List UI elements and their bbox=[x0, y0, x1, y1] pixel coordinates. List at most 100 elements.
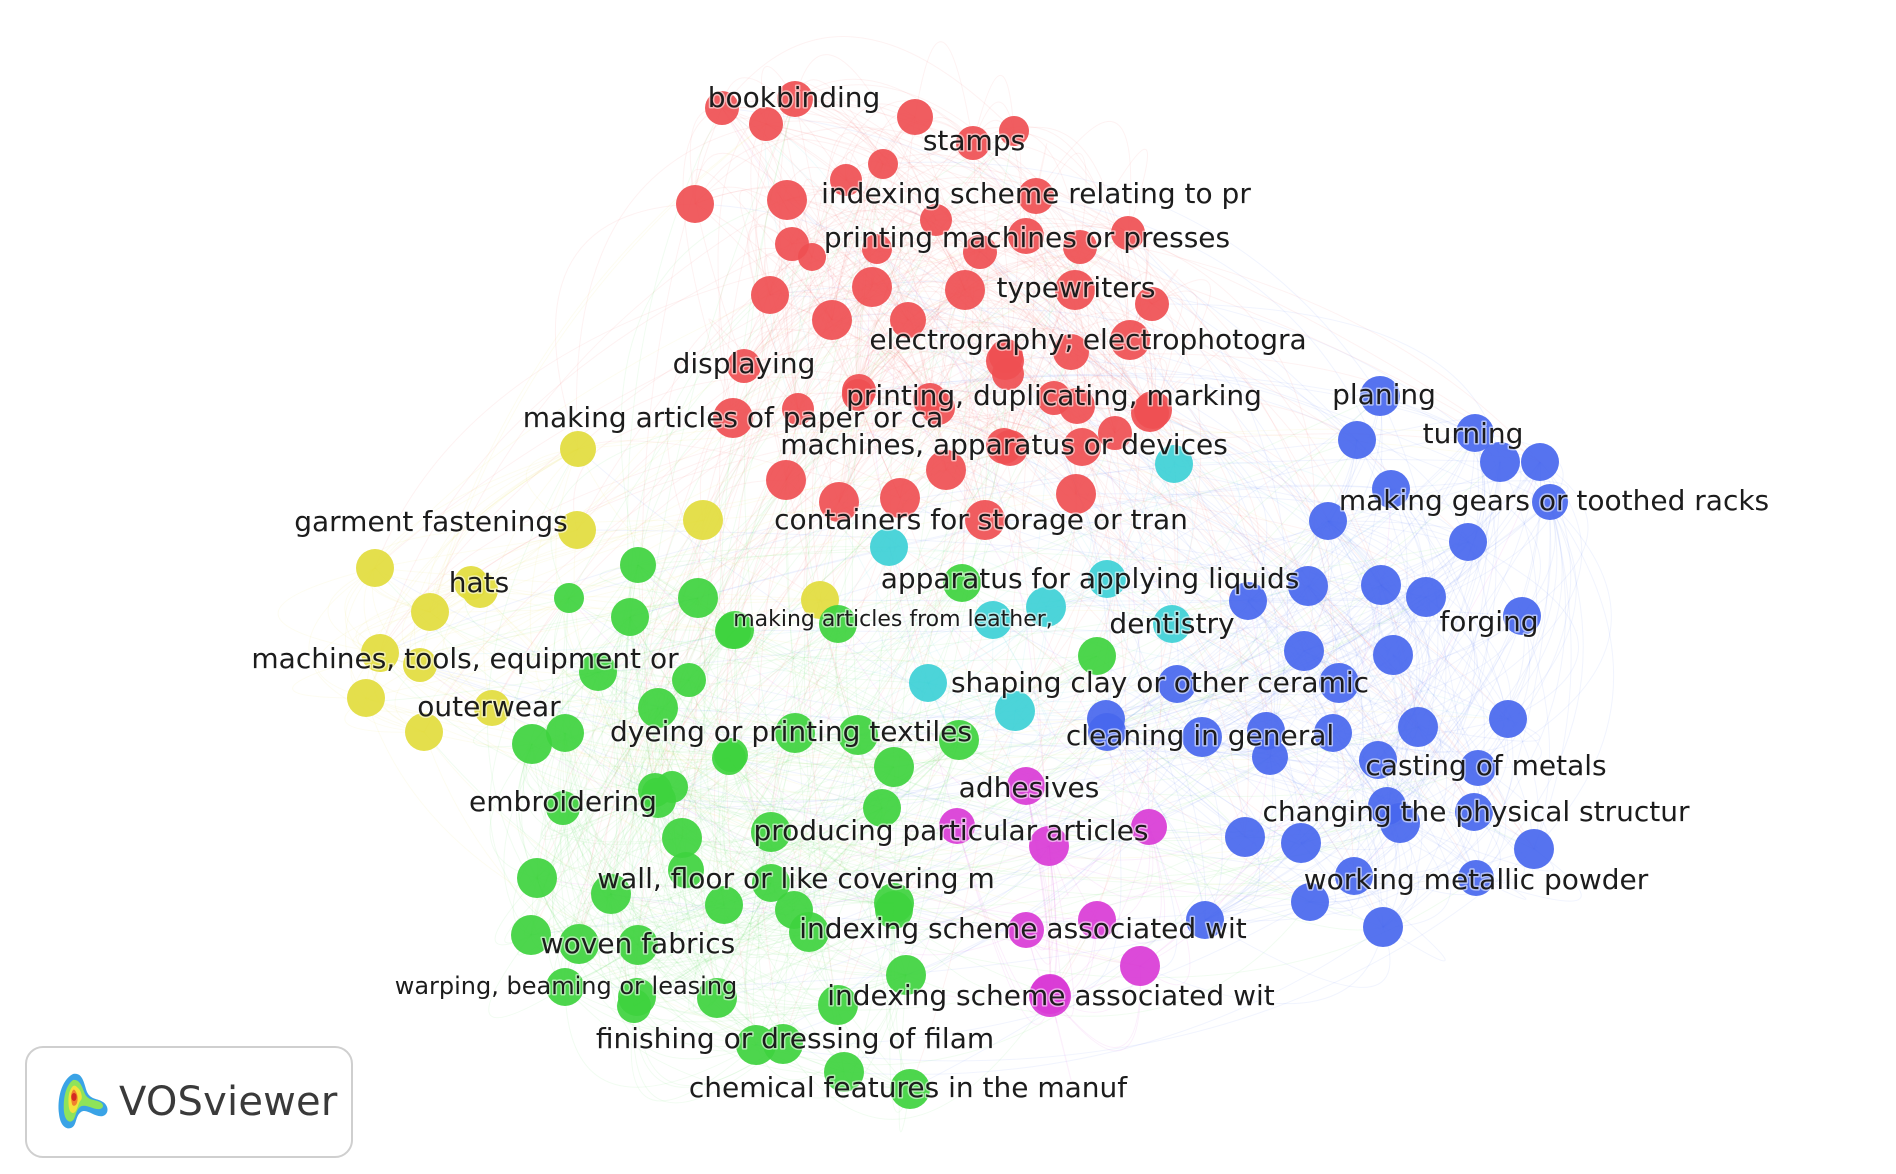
node-label[interactable]: displaying bbox=[671, 346, 817, 382]
network-node[interactable] bbox=[1489, 700, 1527, 738]
network-node[interactable] bbox=[1373, 635, 1413, 675]
network-node[interactable] bbox=[798, 243, 826, 271]
network-node[interactable] bbox=[1281, 823, 1321, 863]
node-label[interactable]: making gears or toothed racks bbox=[1337, 483, 1770, 519]
network-node[interactable] bbox=[1335, 857, 1373, 895]
network-node[interactable] bbox=[897, 99, 933, 135]
network-node[interactable] bbox=[1458, 860, 1494, 896]
network-node[interactable] bbox=[1449, 523, 1487, 561]
node-label[interactable]: changing the physical structur bbox=[1261, 794, 1692, 830]
node-label[interactable]: printing machines or presses bbox=[822, 220, 1231, 256]
node-label[interactable]: forging bbox=[1438, 604, 1540, 640]
network-node[interactable] bbox=[1398, 707, 1438, 747]
node-label[interactable]: shaping clay or other ceramic bbox=[949, 665, 1370, 701]
network-node[interactable] bbox=[1314, 714, 1352, 752]
network-node[interactable] bbox=[554, 583, 584, 613]
network-node[interactable] bbox=[1291, 883, 1329, 921]
network-node[interactable] bbox=[766, 460, 806, 500]
network-node[interactable] bbox=[1372, 470, 1410, 508]
network-node[interactable] bbox=[1284, 631, 1324, 671]
node-label[interactable]: producing particular articles bbox=[752, 813, 1150, 849]
network-node[interactable] bbox=[956, 126, 990, 160]
network-node[interactable] bbox=[1521, 443, 1559, 481]
network-node[interactable] bbox=[830, 164, 862, 196]
network-node[interactable] bbox=[511, 915, 551, 955]
network-node[interactable] bbox=[992, 430, 1028, 466]
network-node[interactable] bbox=[347, 679, 385, 717]
network-node[interactable] bbox=[1158, 665, 1196, 703]
network-node[interactable] bbox=[579, 653, 617, 691]
network-node[interactable] bbox=[1338, 421, 1376, 459]
network-node[interactable] bbox=[751, 812, 791, 852]
network-node[interactable] bbox=[939, 720, 979, 760]
network-node[interactable] bbox=[1360, 376, 1400, 416]
network-node[interactable] bbox=[862, 234, 892, 264]
network-node[interactable] bbox=[715, 613, 751, 649]
network-node[interactable] bbox=[995, 691, 1035, 731]
node-label[interactable]: machines, apparatus or devices bbox=[779, 427, 1230, 463]
network-node[interactable] bbox=[943, 564, 981, 602]
network-node[interactable] bbox=[767, 180, 807, 220]
network-node[interactable] bbox=[713, 398, 753, 438]
network-node[interactable] bbox=[870, 528, 908, 566]
network-node[interactable] bbox=[1063, 230, 1097, 264]
network-node[interactable] bbox=[1111, 216, 1145, 250]
network-node[interactable] bbox=[405, 713, 443, 751]
node-label[interactable]: bookbinding bbox=[706, 80, 882, 116]
network-node[interactable] bbox=[678, 578, 718, 618]
network-node[interactable] bbox=[926, 450, 966, 490]
node-label[interactable]: turning bbox=[1421, 416, 1525, 452]
network-node[interactable] bbox=[662, 818, 702, 858]
node-label[interactable]: chemical features in the manuf bbox=[687, 1070, 1129, 1106]
network-node[interactable] bbox=[763, 1024, 803, 1064]
network-node[interactable] bbox=[1135, 287, 1169, 321]
network-node[interactable] bbox=[749, 107, 783, 141]
node-label[interactable]: cleaning in general bbox=[1064, 718, 1335, 754]
network-node[interactable] bbox=[874, 747, 914, 787]
network-node[interactable] bbox=[890, 302, 926, 338]
network-node[interactable] bbox=[1078, 901, 1116, 939]
network-node[interactable] bbox=[1037, 381, 1071, 415]
network-node[interactable] bbox=[880, 478, 920, 518]
node-label[interactable]: adhesives bbox=[957, 770, 1101, 806]
network-node[interactable] bbox=[1361, 565, 1401, 605]
network-node[interactable] bbox=[474, 690, 510, 726]
node-label[interactable]: stamps bbox=[921, 123, 1026, 159]
network-node[interactable] bbox=[812, 300, 852, 340]
node-label[interactable]: dyeing or printing textiles bbox=[609, 714, 974, 750]
network-node[interactable] bbox=[824, 1052, 864, 1092]
network-node[interactable] bbox=[356, 549, 394, 587]
network-node[interactable] bbox=[676, 185, 714, 223]
network-node[interactable] bbox=[1155, 445, 1193, 483]
network-node[interactable] bbox=[512, 724, 552, 764]
network-node[interactable] bbox=[683, 500, 723, 540]
network-node[interactable] bbox=[819, 605, 857, 643]
network-node[interactable] bbox=[1319, 663, 1359, 703]
node-label[interactable]: electrography; electrophotogra bbox=[868, 322, 1308, 358]
network-node[interactable] bbox=[559, 924, 599, 964]
network-node[interactable] bbox=[939, 808, 975, 844]
network-node[interactable] bbox=[1008, 912, 1044, 948]
network-node[interactable] bbox=[989, 339, 1023, 373]
node-label[interactable]: hats bbox=[447, 565, 510, 601]
network-node[interactable] bbox=[546, 714, 584, 752]
network-node[interactable] bbox=[838, 715, 878, 755]
network-node[interactable] bbox=[1063, 428, 1101, 466]
network-node[interactable] bbox=[863, 789, 901, 827]
network-node[interactable] bbox=[751, 276, 789, 314]
network-node[interactable] bbox=[1532, 484, 1568, 520]
network-node[interactable] bbox=[1456, 414, 1494, 452]
network-node[interactable] bbox=[1056, 474, 1096, 514]
network-node[interactable] bbox=[752, 864, 790, 902]
network-node[interactable] bbox=[668, 852, 704, 888]
network-node[interactable] bbox=[1359, 741, 1397, 779]
network-node[interactable] bbox=[818, 985, 858, 1025]
network-node[interactable] bbox=[1455, 793, 1493, 831]
node-label[interactable]: indexing scheme associated wit bbox=[798, 911, 1249, 947]
network-node[interactable] bbox=[361, 634, 399, 672]
network-node[interactable] bbox=[560, 431, 596, 467]
network-node[interactable] bbox=[920, 204, 952, 236]
network-node[interactable] bbox=[965, 500, 1005, 540]
network-node[interactable] bbox=[1120, 946, 1160, 986]
network-node[interactable] bbox=[1288, 566, 1328, 606]
